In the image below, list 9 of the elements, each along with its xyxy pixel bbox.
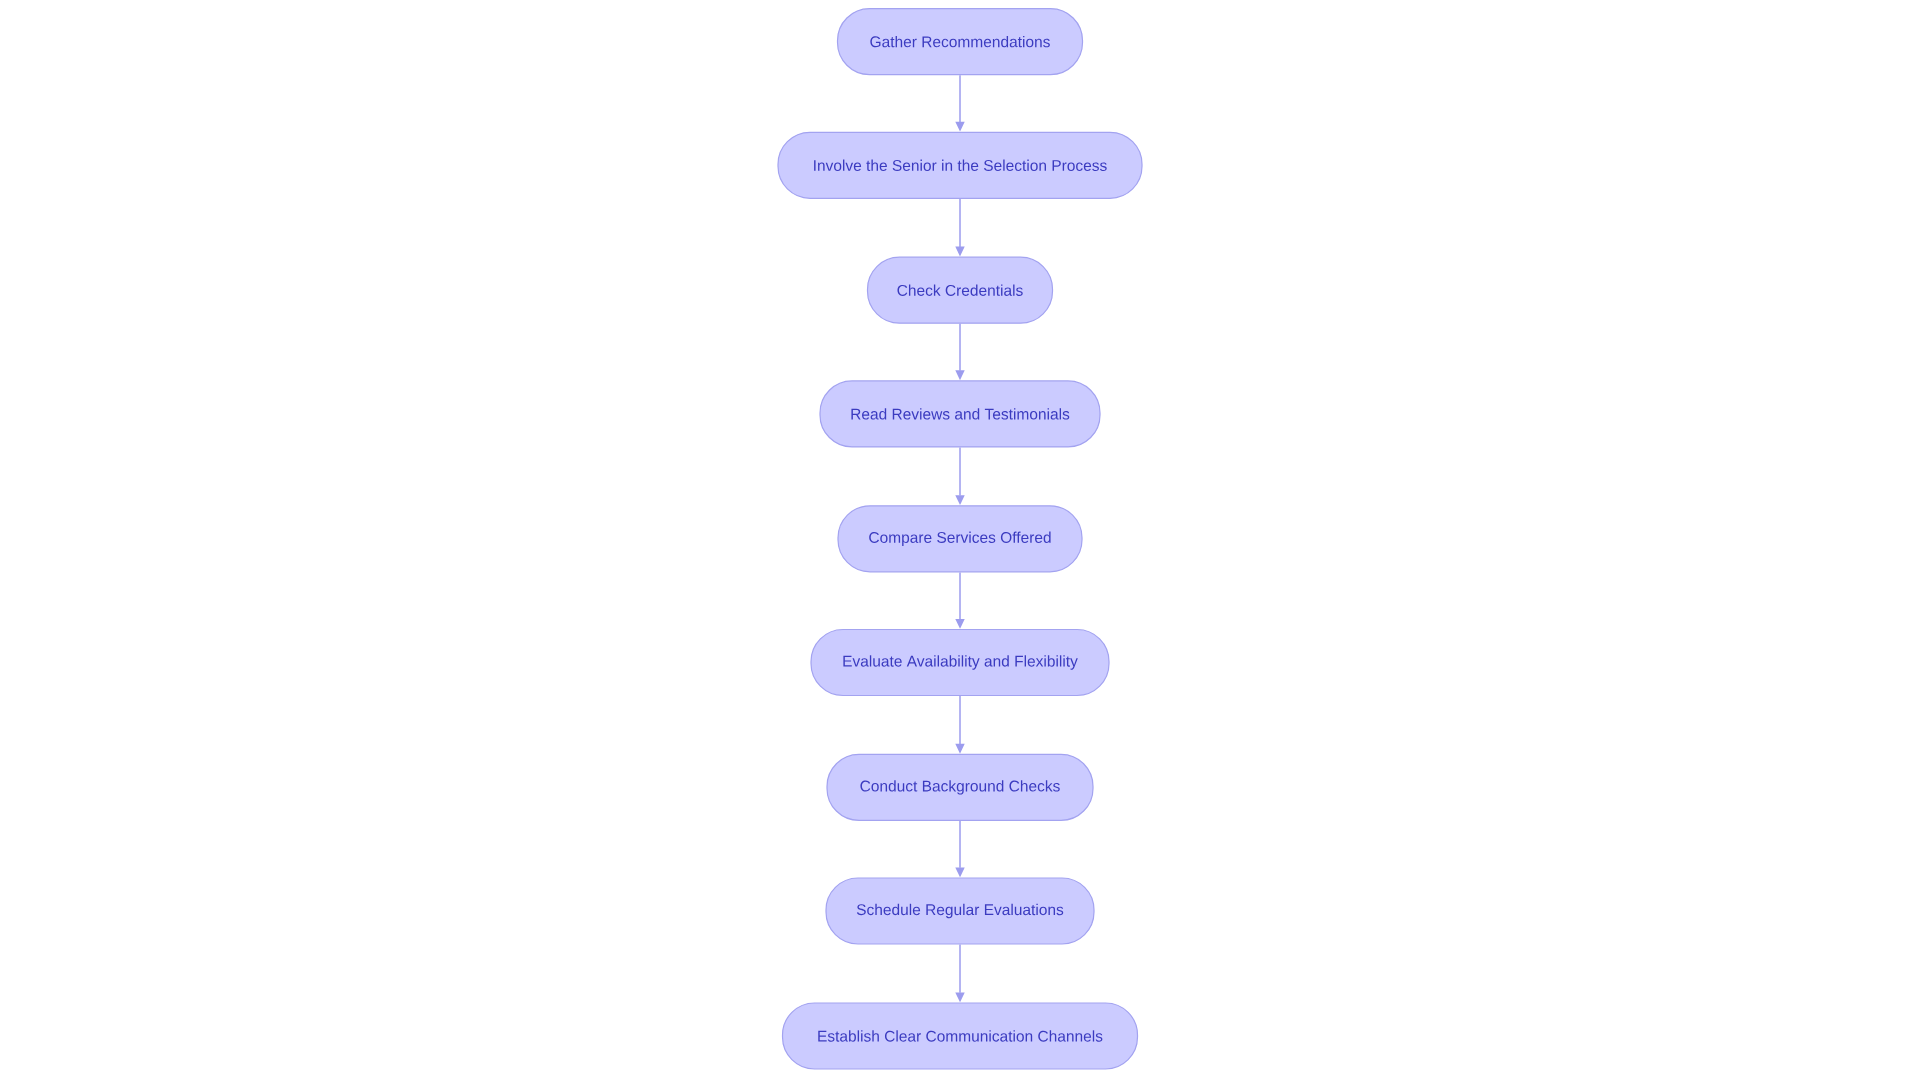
process-box: Involve the Senior in the Selection Process [777, 131, 1143, 199]
process-box: Conduct Background Checks [826, 753, 1094, 821]
process-box: Gather Recommendations [836, 8, 1084, 76]
process-box: Schedule Regular Evaluations [825, 877, 1095, 945]
process-box: Compare Services Offered [837, 505, 1083, 573]
process-box: Establish Clear Communication Channels [781, 1002, 1139, 1070]
process-box: Check Credentials [866, 256, 1054, 324]
process-box: Read Reviews and Testimonials [819, 380, 1101, 448]
process-box: Evaluate Availability and Flexibility [810, 628, 1110, 697]
